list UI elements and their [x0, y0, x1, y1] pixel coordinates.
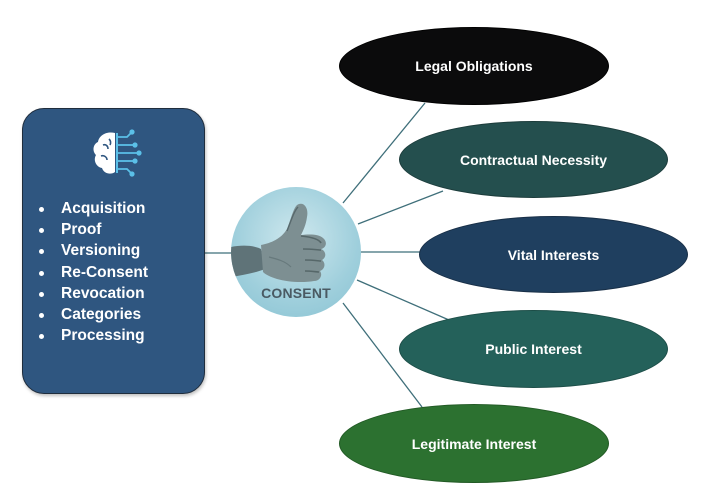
connector-legitimate-interest — [342, 302, 423, 408]
lifecycle-list: Acquisition Proof Versioning Re-Consent … — [37, 198, 148, 346]
bubble-public-interest: Public Interest — [399, 310, 668, 388]
list-item: Versioning — [37, 240, 148, 261]
ai-brain-circuit-icon — [93, 129, 142, 177]
consent-label: CONSENT — [261, 285, 331, 301]
bubble-contractual-necessity: Contractual Necessity — [399, 121, 668, 198]
list-item: Revocation — [37, 283, 148, 304]
bubble-legitimate-interest: Legitimate Interest — [339, 404, 609, 483]
connector-contractual-necessity — [357, 190, 444, 225]
list-item: Proof — [37, 219, 148, 240]
bubble-legal-obligations: Legal Obligations — [339, 27, 609, 105]
connector-public-interest — [356, 279, 450, 321]
consent-lifecycle-panel: Acquisition Proof Versioning Re-Consent … — [22, 108, 205, 394]
list-item: Acquisition — [37, 198, 148, 219]
list-item: Categories — [37, 304, 148, 325]
list-item: Processing — [37, 325, 148, 346]
consent-circle: CONSENT — [231, 187, 361, 317]
connector-legal-obligations — [342, 102, 426, 204]
bubble-vital-interests: Vital Interests — [419, 216, 688, 293]
list-item: Re-Consent — [37, 262, 148, 283]
thumbs-up-icon — [231, 203, 326, 283]
